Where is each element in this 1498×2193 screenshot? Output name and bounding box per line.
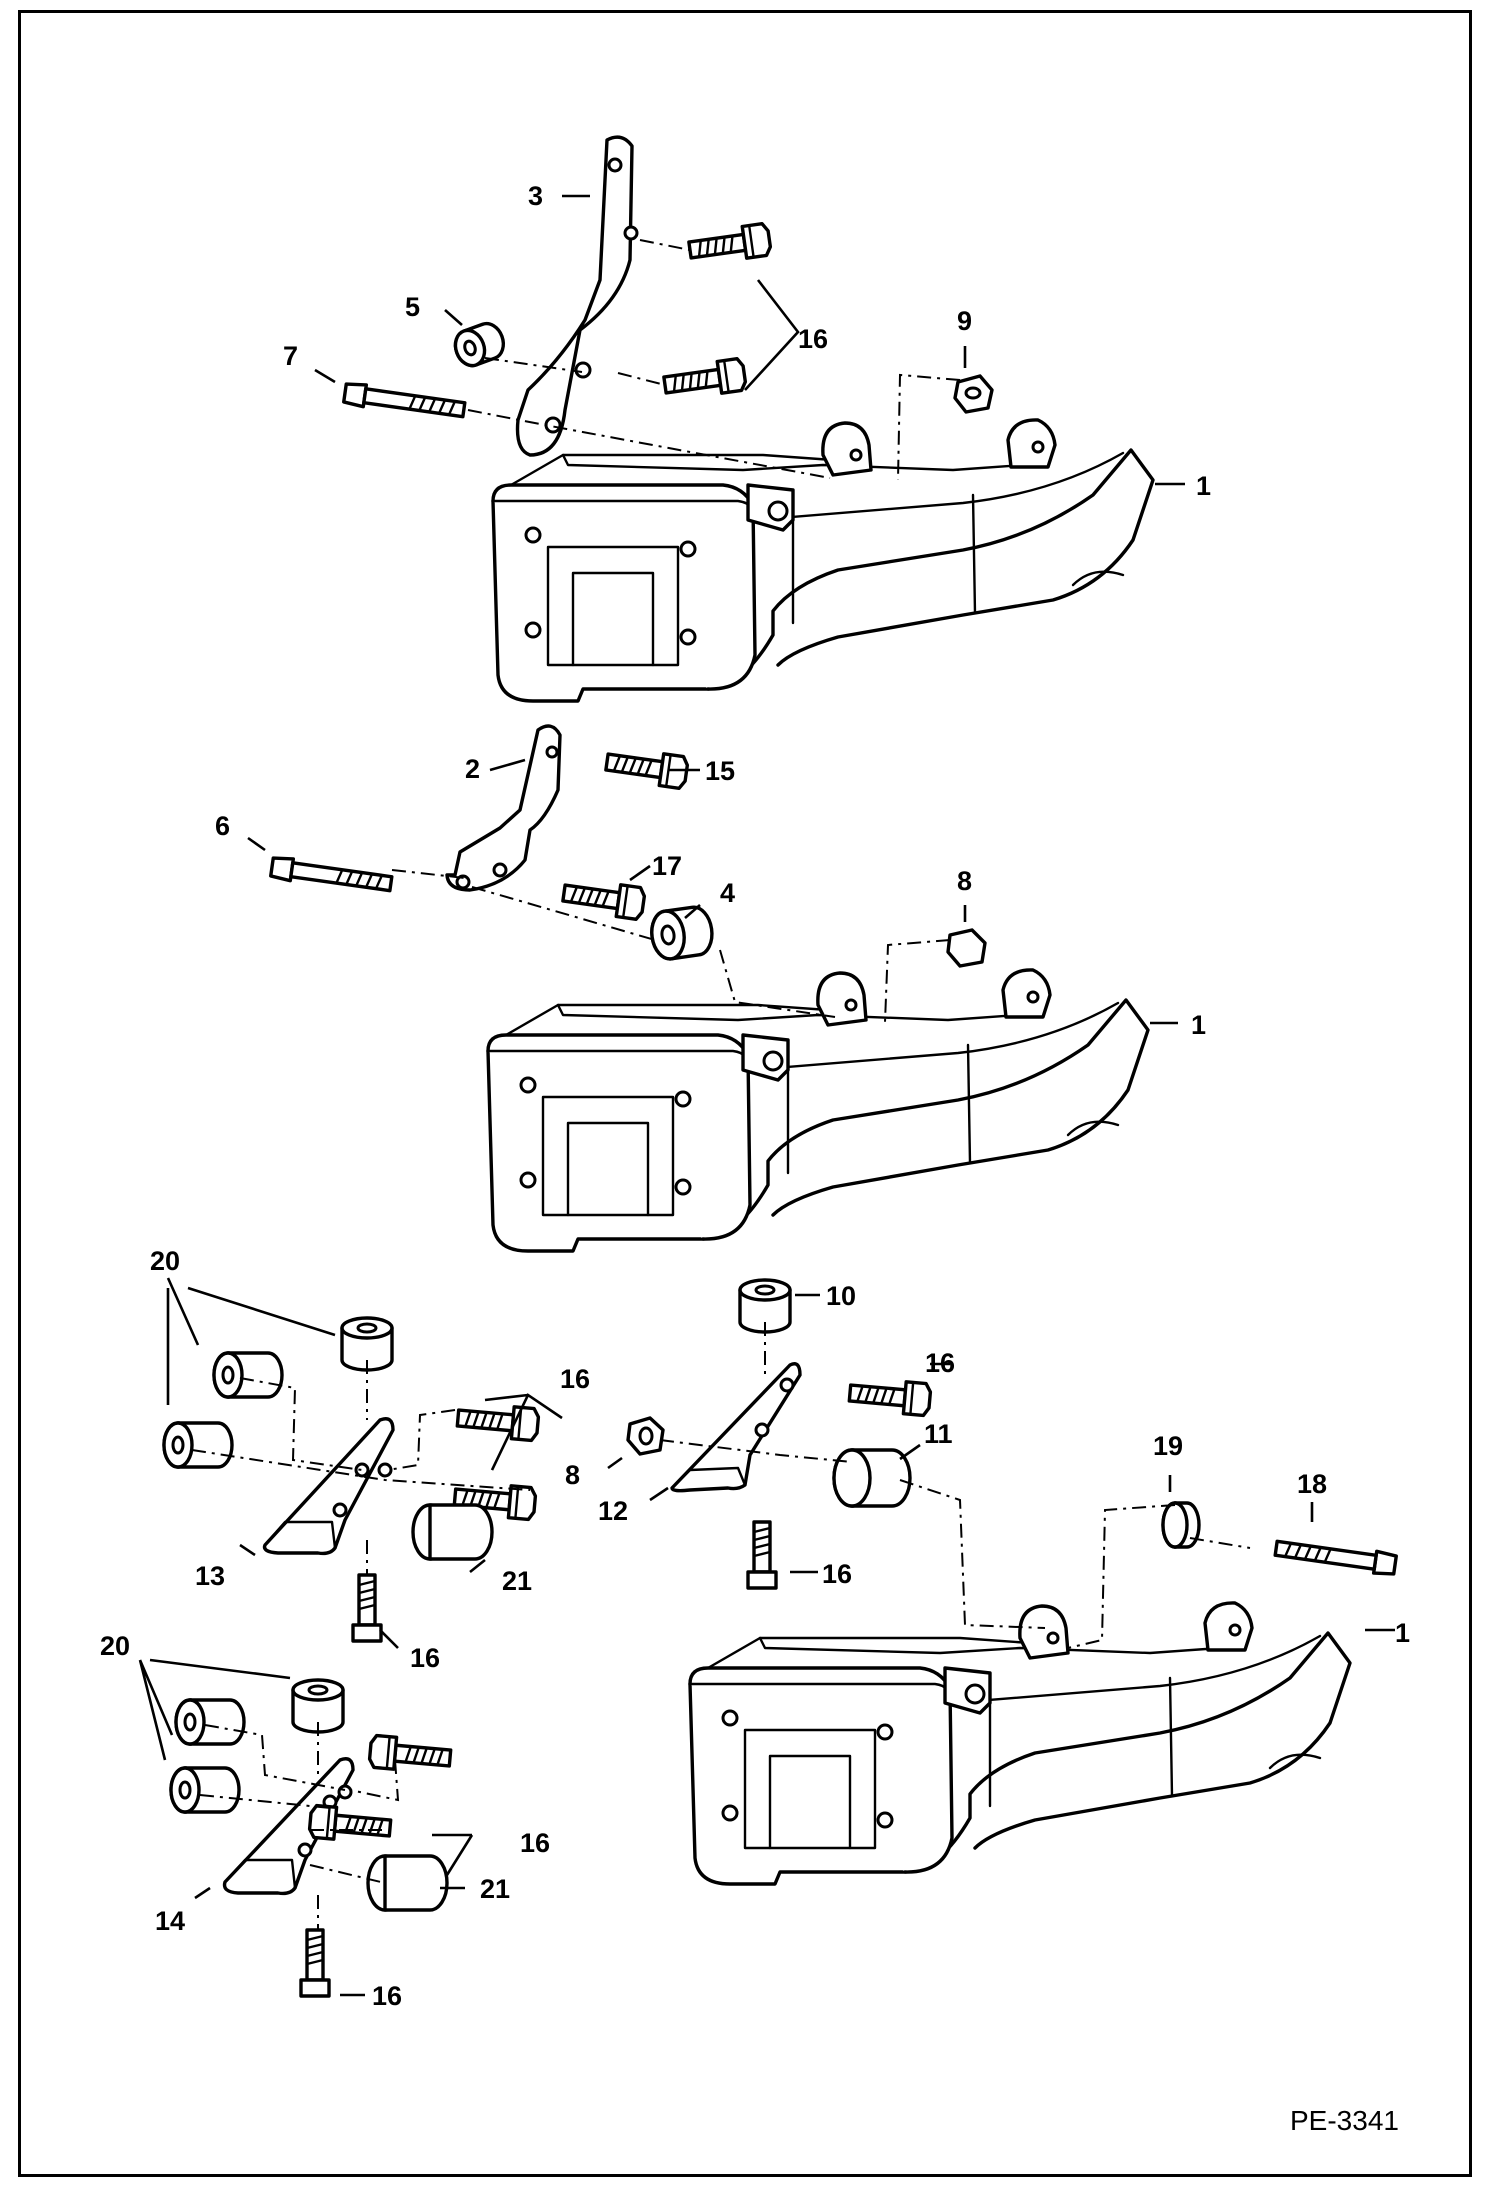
callout-16-top: 16 (798, 324, 828, 354)
callout-21-upper: 21 (502, 1566, 532, 1596)
washer-19 (1161, 1501, 1201, 1549)
callout-9: 9 (957, 306, 972, 336)
nut-8b (626, 1416, 665, 1456)
bolt-17 (560, 875, 648, 922)
spacer-20-lower-2 (169, 1766, 241, 1814)
callout-20-lower: 20 (100, 1631, 130, 1661)
bolt-16-upper-left (454, 1400, 541, 1443)
bolt-16-upper-left-2 (367, 1733, 454, 1776)
callout-8-right: 8 (565, 1460, 580, 1490)
bolt-18 (1272, 1535, 1399, 1578)
callout-labels: 1 1 1 2 3 4 5 6 7 8 8 9 10 11 12 13 14 1… (100, 181, 1410, 2136)
lift-arm-1-top (491, 418, 1155, 703)
callout-16-right: 16 (925, 1348, 955, 1378)
spacer-20-lower (162, 1421, 234, 1469)
callout-17: 17 (652, 851, 682, 881)
lift-arm-1-middle (486, 968, 1150, 1253)
callout-1-bottom: 1 (1395, 1618, 1410, 1648)
drawing-border (18, 10, 1472, 2177)
callout-6: 6 (215, 811, 230, 841)
callout-16-left-vertical: 16 (410, 1643, 440, 1673)
bracket-3 (515, 135, 634, 457)
spacer-4 (650, 905, 714, 961)
section-5-assembly (169, 1678, 454, 1998)
drawing-code: PE-3341 (1290, 2105, 1399, 2136)
bolt-16-vertical-left-lower (299, 1928, 331, 1998)
lift-arm-1-bottom (688, 1601, 1352, 1886)
callout-7: 7 (283, 341, 298, 371)
spacer-5 (453, 321, 506, 368)
callout-14: 14 (155, 1906, 185, 1936)
bolt-16-vertical-right (746, 1520, 778, 1590)
callout-3: 3 (528, 181, 543, 211)
bolt-7 (341, 380, 468, 423)
bracket-12 (670, 1362, 802, 1493)
callout-19: 19 (1153, 1431, 1183, 1461)
section-2-assembly (268, 724, 1150, 1253)
callout-16-left-upper: 16 (560, 1364, 590, 1394)
bolt-16-lower (661, 356, 749, 403)
spacer-11 (832, 1448, 912, 1508)
bracket-13 (262, 1417, 395, 1556)
callout-1-top: 1 (1196, 471, 1211, 501)
callout-16-bottom: 16 (372, 1981, 402, 2011)
callout-5: 5 (405, 292, 420, 322)
bolt-16-upper (686, 221, 774, 268)
callout-12: 12 (598, 1496, 628, 1526)
callout-1-middle: 1 (1191, 1010, 1206, 1040)
callout-11: 11 (924, 1419, 953, 1449)
bolt-16-vertical-left-upper (351, 1573, 383, 1643)
callout-2: 2 (465, 754, 480, 784)
callout-8-middle: 8 (957, 866, 972, 896)
callout-18: 18 (1297, 1469, 1327, 1499)
nut-8a (946, 928, 987, 968)
callout-15: 15 (705, 756, 735, 786)
bolt-6 (268, 854, 395, 897)
bolt-16-lower-left-2 (307, 1803, 394, 1846)
spacer-20-upper (212, 1351, 284, 1399)
callout-16-right-vertical: 16 (822, 1559, 852, 1589)
callout-16-left-lower: 16 (520, 1828, 550, 1858)
callout-13: 13 (195, 1561, 225, 1591)
section-3-assembly (626, 1278, 1399, 1886)
callout-10: 10 (826, 1281, 856, 1311)
section-4-assembly (162, 1316, 541, 1643)
callout-4: 4 (720, 878, 735, 908)
spacer-21-upper (411, 1503, 494, 1561)
section-1-assembly (341, 135, 1155, 703)
spacer-21-lower (366, 1854, 449, 1912)
callout-20-upper: 20 (150, 1246, 180, 1276)
bracket-2 (445, 724, 562, 892)
bolt-16-right (846, 1375, 933, 1418)
leader-lines (138, 194, 1395, 1997)
nut-9 (953, 374, 994, 414)
bolt-15 (603, 744, 691, 791)
spacer-20-upper-2 (174, 1698, 246, 1746)
callout-21-lower: 21 (480, 1874, 510, 1904)
